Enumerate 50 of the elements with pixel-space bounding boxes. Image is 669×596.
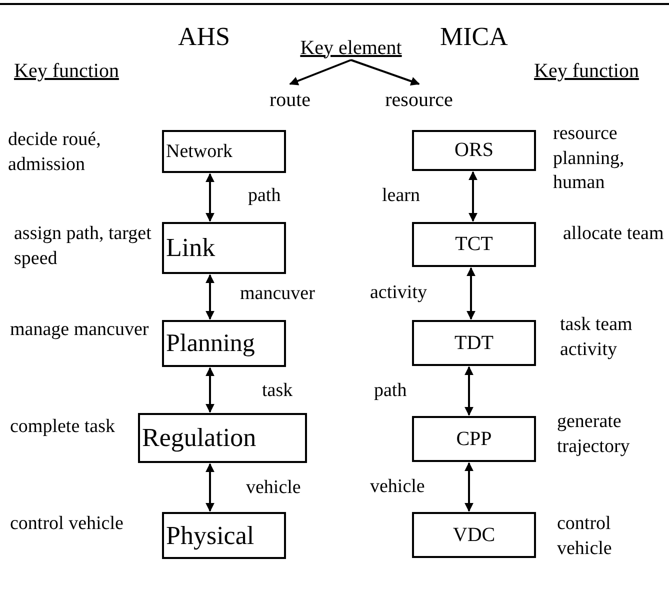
- function-description: generate trajectory: [557, 410, 631, 459]
- edge-label: path: [246, 185, 283, 207]
- layer-box: [162, 512, 286, 559]
- arrow: [464, 462, 474, 512]
- layer-name: CPP: [456, 428, 492, 450]
- layer-box: [412, 512, 536, 558]
- function-description: complete task: [10, 415, 116, 439]
- layer-name: TDT: [454, 332, 494, 354]
- column-heading: Key function: [14, 60, 119, 83]
- function-description: assign path, target speed: [14, 222, 152, 271]
- arrow: [464, 366, 474, 416]
- function-description: allocate team: [563, 222, 665, 246]
- layer-box: [162, 320, 286, 367]
- layer-name: VDC: [452, 524, 496, 546]
- edge-label: path: [372, 380, 409, 402]
- arrow: [468, 171, 478, 222]
- arrow: [466, 267, 476, 320]
- element-label: route: [269, 88, 311, 112]
- key-element-heading: Key element: [300, 36, 402, 60]
- arrow: [206, 173, 214, 222]
- arrow: [206, 274, 214, 320]
- function-description: control vehicle: [10, 512, 124, 536]
- layer-name: TCT: [455, 233, 493, 256]
- layer-name: Planning: [165, 330, 255, 358]
- function-description: control vehicle: [557, 512, 613, 561]
- layer-box: [138, 413, 307, 463]
- layer-name: Regulation: [141, 423, 256, 453]
- layer-box: [412, 416, 536, 462]
- edge-label: activity: [368, 282, 429, 304]
- element-label: resource: [385, 88, 453, 112]
- function-description: task team activity: [560, 313, 634, 362]
- layer-box: [162, 222, 286, 274]
- function-description: decide roué, admission: [8, 128, 102, 177]
- layer-name: Physical: [165, 520, 254, 550]
- arrow: [350, 59, 420, 86]
- function-description: resource planning, human: [553, 122, 626, 196]
- layer-box: [412, 130, 536, 171]
- arrow: [206, 463, 214, 512]
- system-name: AHS: [178, 22, 230, 52]
- layer-name: Link: [165, 233, 216, 263]
- system-name: MICA: [440, 22, 508, 52]
- layer-name: ORS: [454, 139, 494, 162]
- layer-box: [412, 222, 536, 267]
- layer-box: [412, 320, 536, 366]
- column-heading: Key function: [534, 60, 639, 83]
- arrow: [206, 367, 214, 413]
- layer-box: [162, 130, 286, 173]
- layer-name: Network: [165, 140, 232, 162]
- arrow: [289, 59, 352, 86]
- function-description: manage mancuver: [10, 318, 150, 342]
